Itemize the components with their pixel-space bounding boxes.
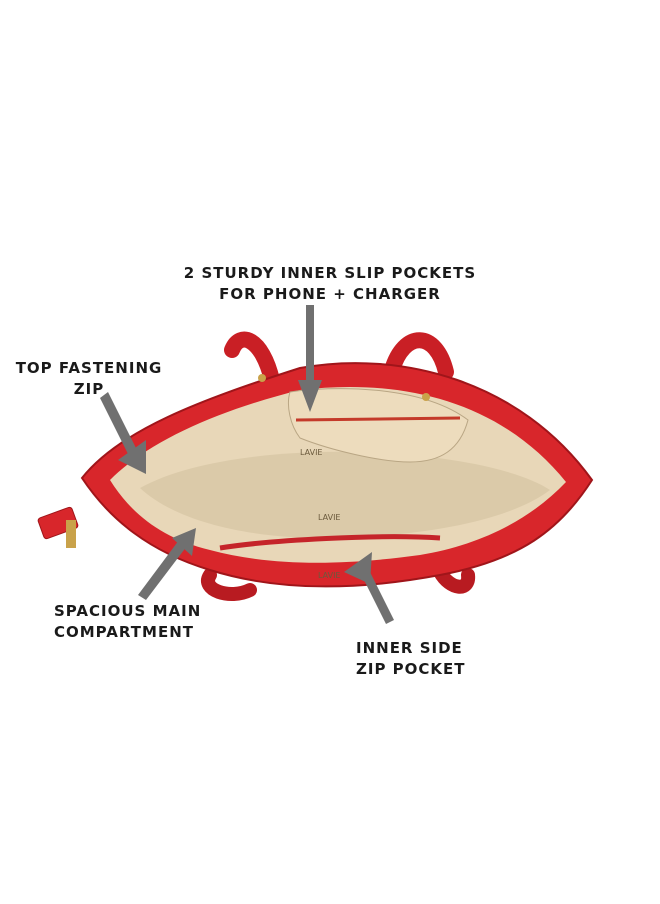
front-handle-right (433, 565, 475, 594)
top-zip-line1: TOP FASTENING (15, 359, 163, 377)
svg-text:LAVIE: LAVIE (318, 571, 341, 580)
slip-pockets-line1: 2 STURDY INNER SLIP POCKETS (183, 264, 477, 282)
right-handle (384, 332, 454, 380)
left-handle (224, 331, 280, 388)
arrow-icon (344, 552, 394, 624)
lining-brand: LAVIE (300, 448, 323, 457)
arrow-icon (100, 392, 146, 474)
slip-pockets-callout: 2 STURDY INNER SLIP POCKETS FOR PHONE + … (0, 263, 660, 305)
slip-pockets-line2: FOR PHONE + CHARGER (219, 285, 441, 303)
arrow-icon (298, 305, 322, 412)
front-handle-left (201, 568, 257, 601)
arrow-icon (138, 528, 196, 600)
main-compartment-line1: SPACIOUS MAIN (54, 602, 202, 620)
side-zip-pocket (219, 534, 441, 551)
side-zip-line2: ZIP POCKET (356, 660, 466, 678)
slip-pocket-panel (287, 388, 469, 463)
side-zip-callout: INNER SIDE ZIP POCKET (356, 638, 486, 680)
main-compartment-line2: COMPARTMENT (54, 623, 194, 641)
top-zip-callout: TOP FASTENING ZIP (14, 358, 164, 400)
side-zip-line1: INNER SIDE (356, 639, 463, 657)
top-zip-line2: ZIP (73, 380, 105, 398)
main-compartment-callout: SPACIOUS MAIN COMPARTMENT (54, 601, 214, 643)
svg-text:LAVIE: LAVIE (318, 513, 341, 522)
